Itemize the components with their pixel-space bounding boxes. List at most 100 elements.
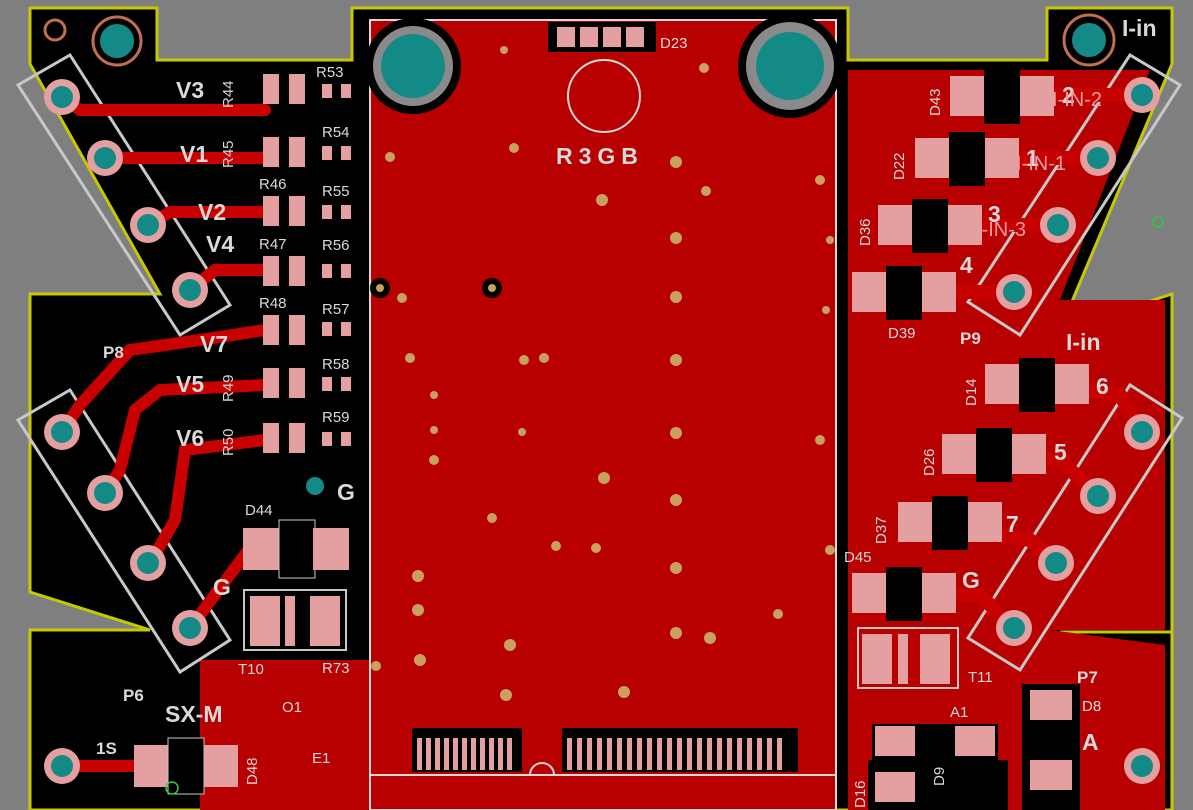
g-left-top-label: G — [337, 479, 355, 505]
d26-label: D26 — [921, 448, 938, 476]
v6-label: V6 — [176, 425, 204, 451]
pin-7-label: 7 — [1006, 511, 1019, 537]
right-pin-pads — [996, 77, 1160, 784]
left-resistors — [263, 74, 351, 453]
v4-label: V4 — [206, 231, 234, 257]
r47-label: R47 — [259, 236, 287, 253]
r58-label: R58 — [322, 356, 350, 373]
bottom-right-components — [868, 684, 1080, 810]
d14-label: D14 — [963, 378, 980, 406]
r53-label: R53 — [316, 64, 344, 81]
e1-label: E1 — [312, 750, 330, 767]
mount-hole-right-drill — [756, 32, 824, 100]
a-label: A — [1082, 729, 1099, 755]
pin-2-label: 2 — [1062, 82, 1075, 108]
iin2-label: I-IN-2 — [1052, 89, 1102, 111]
iin1-label: I-IN-1 — [1016, 153, 1066, 175]
s1-component — [134, 737, 238, 795]
g-left-label: G — [213, 574, 231, 600]
r48-label: R48 — [259, 295, 287, 312]
corner-hole-tl — [91, 15, 143, 67]
fpc-connector-right — [562, 728, 798, 772]
pin-5-label: 5 — [1054, 439, 1067, 465]
d8-label: D8 — [1082, 698, 1101, 715]
p7-label: P7 — [1077, 668, 1098, 687]
test-mark-right — [1152, 216, 1164, 228]
r45-label: R45 — [220, 140, 237, 168]
d16-label: D16 — [852, 780, 869, 808]
s1-label: 1S — [96, 739, 117, 758]
corner-hole-tr-drill — [1072, 23, 1106, 57]
module-outline — [369, 19, 837, 810]
pin-1-label: 1 — [1026, 145, 1039, 171]
a1-label: A1 — [950, 704, 968, 721]
d23-pad-3 — [603, 27, 621, 47]
g-pad-drill — [306, 477, 324, 495]
p6-label: P6 — [123, 686, 144, 705]
sxm-label: SX-M — [165, 701, 223, 727]
module-label: R3GB — [556, 143, 644, 169]
o1-label: O1 — [282, 699, 302, 716]
d22-label: D22 — [891, 152, 908, 180]
r59-label: R59 — [322, 409, 350, 426]
pin-6-label: 6 — [1096, 373, 1109, 399]
r57-label: R57 — [322, 301, 350, 318]
module-vias — [371, 46, 835, 701]
v7-label: V7 — [200, 331, 228, 357]
module-copper — [370, 20, 836, 810]
corner-hole-tl-drill — [100, 24, 134, 58]
d23-pad-2 — [580, 27, 598, 47]
d9-label: D9 — [931, 767, 948, 786]
led-circle — [567, 59, 641, 133]
t11-component — [857, 627, 959, 689]
copper-pour-bottom-left — [200, 660, 370, 810]
right-diodes — [852, 70, 1089, 621]
corner-hole-tr — [1062, 13, 1116, 67]
t11-label: T11 — [968, 669, 993, 686]
black-via-1-drill — [376, 284, 384, 292]
r55-label: R55 — [322, 183, 350, 200]
test-mark-left — [165, 781, 179, 795]
t10-component — [243, 589, 347, 651]
v1-label: V1 — [180, 141, 208, 167]
right-connector-mid — [965, 382, 1185, 673]
fpc-connector-left — [412, 728, 522, 772]
corner-hole-tl-small — [43, 18, 67, 42]
pin-4-label: 4 — [960, 252, 973, 278]
d39-label: D39 — [888, 325, 916, 342]
r44-label: R44 — [220, 80, 237, 108]
g-right-label: G — [962, 567, 980, 593]
d43-label: D43 — [927, 88, 944, 116]
d36-label: D36 — [857, 218, 874, 246]
r50-label: R50 — [220, 428, 237, 456]
d23-label: D23 — [660, 35, 688, 52]
iin-top-label: I-in — [1122, 15, 1157, 41]
v2-label: V2 — [198, 199, 226, 225]
iin3-label: I-IN-3 — [976, 219, 1026, 241]
d45-label: D45 — [844, 549, 872, 566]
d44-label: D44 — [245, 502, 273, 519]
iin-mid-label: I-in — [1066, 329, 1101, 355]
d37-label: D37 — [873, 516, 890, 544]
p8-label: P8 — [103, 343, 124, 362]
r54-label: R54 — [322, 124, 350, 141]
left-connector-top — [15, 52, 233, 338]
p9-label: P9 — [960, 329, 981, 348]
t10-label: T10 — [238, 661, 264, 678]
black-via-2-drill — [488, 284, 496, 292]
left-connector-bottom — [15, 387, 233, 675]
d44-component — [243, 519, 349, 579]
d23-pad-4 — [626, 27, 644, 47]
v3-label: V3 — [176, 77, 204, 103]
left-pin-pads — [44, 79, 208, 784]
d48-label: D48 — [244, 757, 261, 785]
fpc-notch — [529, 762, 555, 776]
r56-label: R56 — [322, 237, 350, 254]
d23-pad-1 — [557, 27, 575, 47]
r46-label: R46 — [259, 176, 287, 193]
mount-hole-left-drill — [381, 34, 445, 98]
r49-label: R49 — [220, 374, 237, 402]
r73-label: R73 — [322, 660, 350, 677]
v5-label: V5 — [176, 371, 204, 397]
